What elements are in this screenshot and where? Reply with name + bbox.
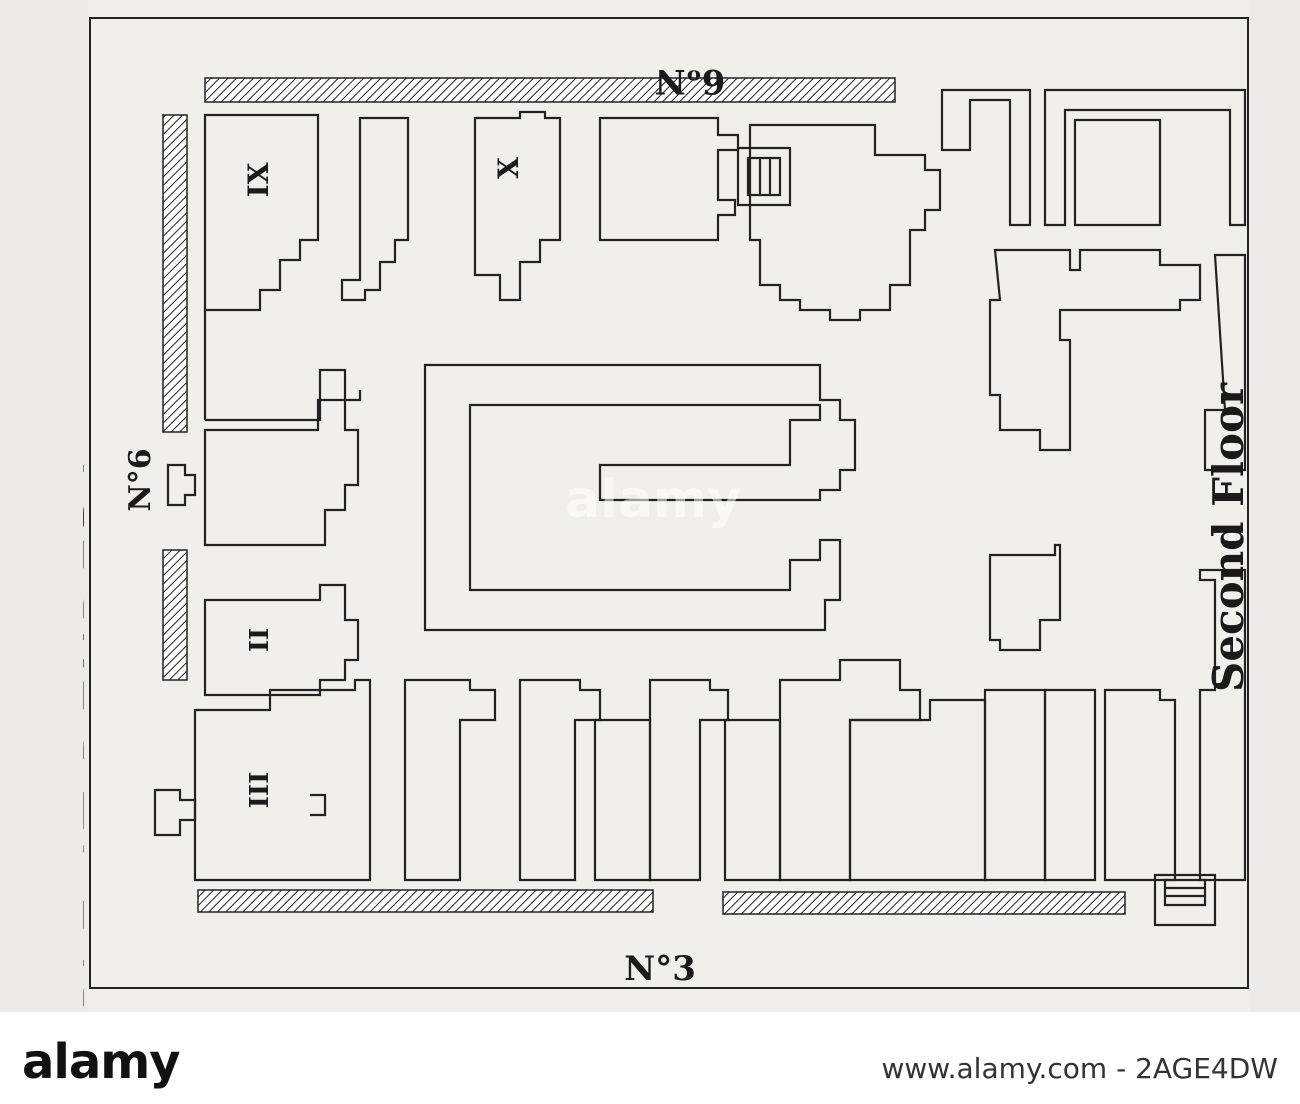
room-top-8 xyxy=(1073,118,1162,227)
room-right-upper xyxy=(988,248,1202,452)
room-bottom-7 xyxy=(778,658,922,882)
room-iii-outline xyxy=(193,678,372,882)
room-ix-outline xyxy=(203,113,320,312)
floor-label: Second Floor xyxy=(1204,382,1253,692)
watermark-logo: alamy xyxy=(22,1034,181,1090)
room-right-slot xyxy=(1203,253,1247,472)
room-right-long xyxy=(1198,568,1247,882)
outer-border xyxy=(89,17,1249,989)
room-outlines xyxy=(153,88,1247,927)
label-room-iii: III xyxy=(245,772,275,809)
room-top-7 xyxy=(1043,88,1247,227)
label-south: N°3 xyxy=(624,949,696,989)
label-room-x: X xyxy=(492,157,525,179)
staircase-bottom xyxy=(1163,878,1207,907)
watermark-image-id: www.alamy.com - 2AGE4DW xyxy=(881,1052,1278,1085)
label-room-ii: II xyxy=(245,628,275,652)
room-ii-outline xyxy=(203,583,360,697)
wall-west-lower xyxy=(162,549,188,681)
wall-north xyxy=(204,77,896,103)
wall-south-right xyxy=(722,891,1126,915)
room-top-6 xyxy=(940,88,1032,227)
room-ix-lower xyxy=(203,310,362,422)
central-court xyxy=(423,363,857,632)
watermark-footer: alamy www.alamy.com - 2AGE4DW xyxy=(0,1012,1300,1104)
annex-left-low xyxy=(153,788,197,837)
annex-left-mid xyxy=(166,463,197,507)
room-top-2 xyxy=(340,116,410,302)
annex-stair-bottom xyxy=(1153,873,1217,927)
label-room-ix: IX xyxy=(242,162,275,197)
room-right-low xyxy=(1103,688,1177,882)
floor-plan: 6ₒN N°3 N°6 IX X II III xyxy=(88,0,1250,1012)
room-right-mid xyxy=(988,543,1062,652)
room-top-4 xyxy=(598,116,740,242)
label-west: N°6 xyxy=(123,448,158,511)
wall-south-left xyxy=(197,889,654,913)
annex-iii-right xyxy=(310,793,327,817)
room-top-5 xyxy=(748,123,942,322)
room-left-mid xyxy=(203,398,360,547)
plan-sheet xyxy=(88,0,1250,1012)
hatched-walls xyxy=(162,77,1126,915)
label-north: 6ₒN xyxy=(655,61,726,101)
room-bottom-2 xyxy=(403,678,497,882)
room-x-outline xyxy=(473,110,562,302)
wall-west-upper xyxy=(162,114,188,433)
room-bottom-10 xyxy=(1043,688,1097,882)
